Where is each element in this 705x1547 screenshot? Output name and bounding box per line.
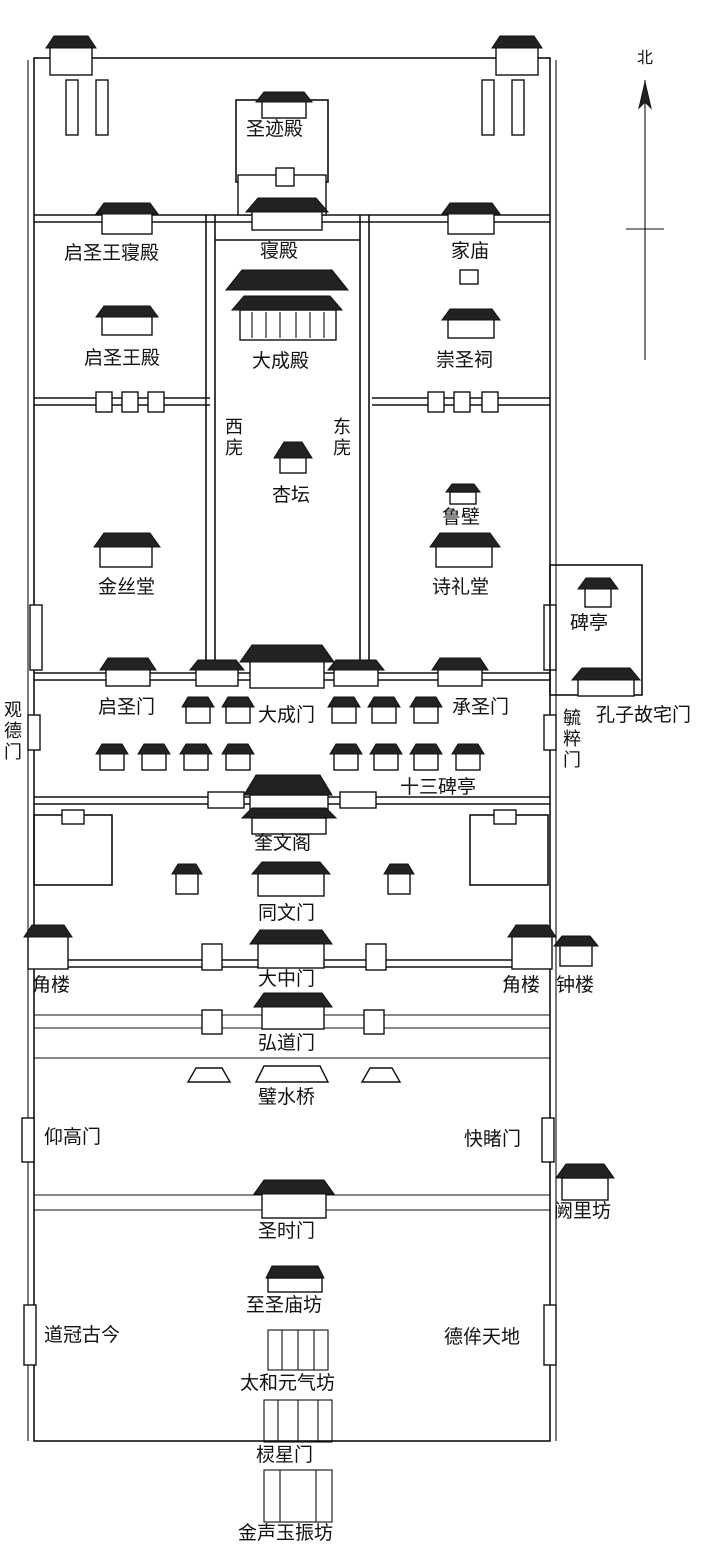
label-queli-fang: 阙里坊 [554, 1200, 612, 1222]
qishengwang-sleeping-hall [95, 202, 159, 235]
family-temple [441, 202, 501, 285]
yanggao-gate-tower [21, 1117, 35, 1163]
side-tower-left-upper [29, 604, 43, 671]
shili-hall [429, 532, 501, 568]
stele-pavilion [577, 577, 619, 608]
label-chongsheng-ci: 崇圣祠 [436, 349, 494, 371]
lu-wall [445, 483, 481, 505]
label-qin-dian: 寝殿 [260, 240, 299, 262]
label-depei-tiandi: 德侔天地 [444, 1326, 521, 1348]
label-qisheng-men: 启圣门 [98, 696, 156, 718]
corner-tower-top-left [45, 35, 109, 136]
wall-gates-left [95, 391, 165, 413]
label-yuzhuan-men: 毓粹门 [563, 708, 581, 771]
label-bishui-qiao: 璧水桥 [258, 1086, 316, 1108]
label-xi-wu: 西庑 [225, 417, 243, 459]
gate-wing-right [326, 659, 386, 687]
label-xing-tan: 杏坛 [272, 484, 311, 506]
label-dacheng-dian: 大成殿 [252, 350, 310, 372]
taihe-yuanqi-archway [267, 1329, 329, 1371]
label-guande-men: 观德门 [4, 700, 22, 763]
dacheng-gate [239, 644, 335, 689]
bishui-bridges [186, 1065, 402, 1083]
west-side-compound [33, 814, 113, 886]
corner-tower-right [507, 924, 557, 970]
shengshi-gate [253, 1179, 335, 1219]
corner-tower-top-right [481, 35, 543, 136]
label-qishengwang-dian: 启圣王殿 [84, 347, 161, 369]
jinsi-hall [93, 532, 161, 568]
chengsheng-gate-building [431, 657, 489, 687]
gate-wing-left [188, 659, 246, 687]
dacheng-hall [224, 269, 350, 341]
thirteen-stele-pavilions [95, 696, 485, 771]
label-daoguan-gujin: 道冠古今 [44, 1324, 121, 1346]
label-hongdao-men: 弘道门 [258, 1032, 316, 1054]
qin-hall [244, 197, 330, 231]
kuaidu-gate-tower [541, 1117, 555, 1163]
label-jiao-lou-right: 角楼 [502, 974, 541, 996]
label-kuiwen-ge: 奎文阁 [254, 832, 312, 854]
label-shisan-beiting: 十三碑亭 [400, 776, 477, 798]
label-jinsheng-yuzhen-fang: 金声玉振坊 [238, 1522, 334, 1544]
depei-tiandi-tower [543, 1304, 557, 1366]
tongwen-gate [250, 861, 332, 897]
north-label: 北 [637, 48, 654, 67]
label-chengsheng-men: 承圣门 [452, 696, 510, 718]
label-taihe-yuanqi-fang: 太和元气坊 [240, 1372, 336, 1394]
small-pavilion-left [171, 863, 203, 895]
label-jia-miao: 家庙 [451, 240, 490, 262]
label-qishengwang-qindian: 启圣王寝殿 [64, 242, 160, 264]
label-bei-ting: 碑亭 [570, 612, 609, 634]
yucui-gate-tower [543, 714, 557, 751]
bell-tower [552, 935, 600, 967]
label-zhong-lou: 钟楼 [556, 974, 595, 996]
label-shengshi-men: 圣时门 [258, 1220, 316, 1242]
label-lingxing-men: 棂星门 [256, 1444, 314, 1466]
qishengwang-hall [95, 305, 159, 336]
label-dacheng-men: 大成门 [258, 704, 316, 726]
wall-gates-right [427, 391, 499, 413]
label-dong-wu: 东庑 [333, 417, 351, 459]
chongsheng-shrine [441, 308, 501, 339]
label-yanggao-men: 仰高门 [44, 1126, 102, 1148]
dazhong-gate [249, 929, 333, 969]
label-jinsi-tang: 金丝堂 [98, 576, 156, 598]
guande-gate-tower [27, 714, 41, 751]
label-kuaidu-men: 快睹门 [464, 1128, 522, 1150]
lingxing-gate [263, 1399, 333, 1443]
label-tongwen-men: 同文门 [258, 902, 316, 924]
label-lu-bi: 鲁壁 [442, 506, 481, 528]
jinsheng-yuzhen-archway [263, 1469, 333, 1523]
label-shili-tang: 诗礼堂 [432, 576, 490, 598]
label-zhisheng-miaofang: 至圣庙坊 [246, 1294, 323, 1316]
confucius-residence-gate-building [570, 667, 642, 697]
small-pavilion-right [383, 863, 415, 895]
label-kongzi-guzhai-men: 孔子故宅门 [596, 704, 692, 726]
apricot-altar [273, 441, 313, 474]
qisheng-gate-building [99, 657, 157, 687]
shengji-hall [254, 91, 314, 119]
corner-tower-left [23, 924, 73, 970]
kuiwen-pavilion [207, 774, 377, 835]
east-side-compound [469, 814, 549, 886]
hongdao-gate [253, 992, 333, 1030]
zhisheng-temple-archway [265, 1265, 325, 1293]
north-arrow [626, 80, 664, 360]
queli-archway [555, 1163, 615, 1201]
label-jiao-lou-left: 角楼 [32, 974, 71, 996]
daoguan-gujin-tower [23, 1304, 37, 1366]
label-dazhong-men: 大中门 [258, 968, 316, 990]
label-shengji-dian: 圣迹殿 [246, 118, 304, 140]
